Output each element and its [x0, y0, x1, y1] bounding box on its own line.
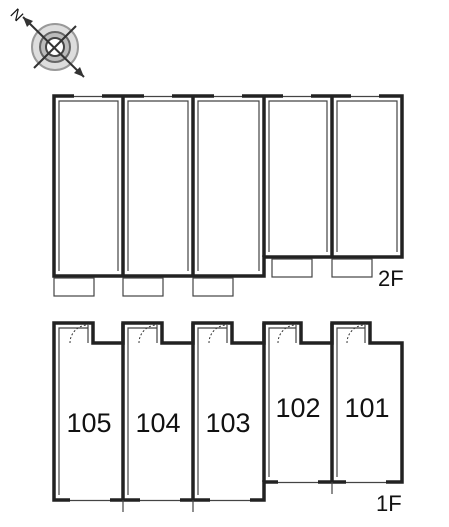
unit-number: 101: [344, 393, 389, 423]
floor-2f-windows: [74, 94, 379, 99]
floor-2f-outline: [52, 94, 404, 278]
floor-1f: 105 104 103 102 101 1F: [52, 321, 404, 516]
compass-icon: N: [7, 5, 85, 78]
unit-number: 105: [66, 408, 111, 438]
unit-number: 102: [275, 393, 320, 423]
unit-number: 103: [205, 408, 250, 438]
floor-1f-doors: [69, 324, 366, 344]
floor-2f-label: 2F: [378, 266, 404, 291]
floor-2f: 2F: [52, 94, 404, 297]
floor-1f-label: 1F: [376, 491, 402, 516]
north-letter: N: [7, 5, 27, 25]
floor-1f-windows: [70, 480, 386, 503]
floor-2f-balconies: [53, 258, 373, 297]
unit-number: 104: [135, 408, 180, 438]
